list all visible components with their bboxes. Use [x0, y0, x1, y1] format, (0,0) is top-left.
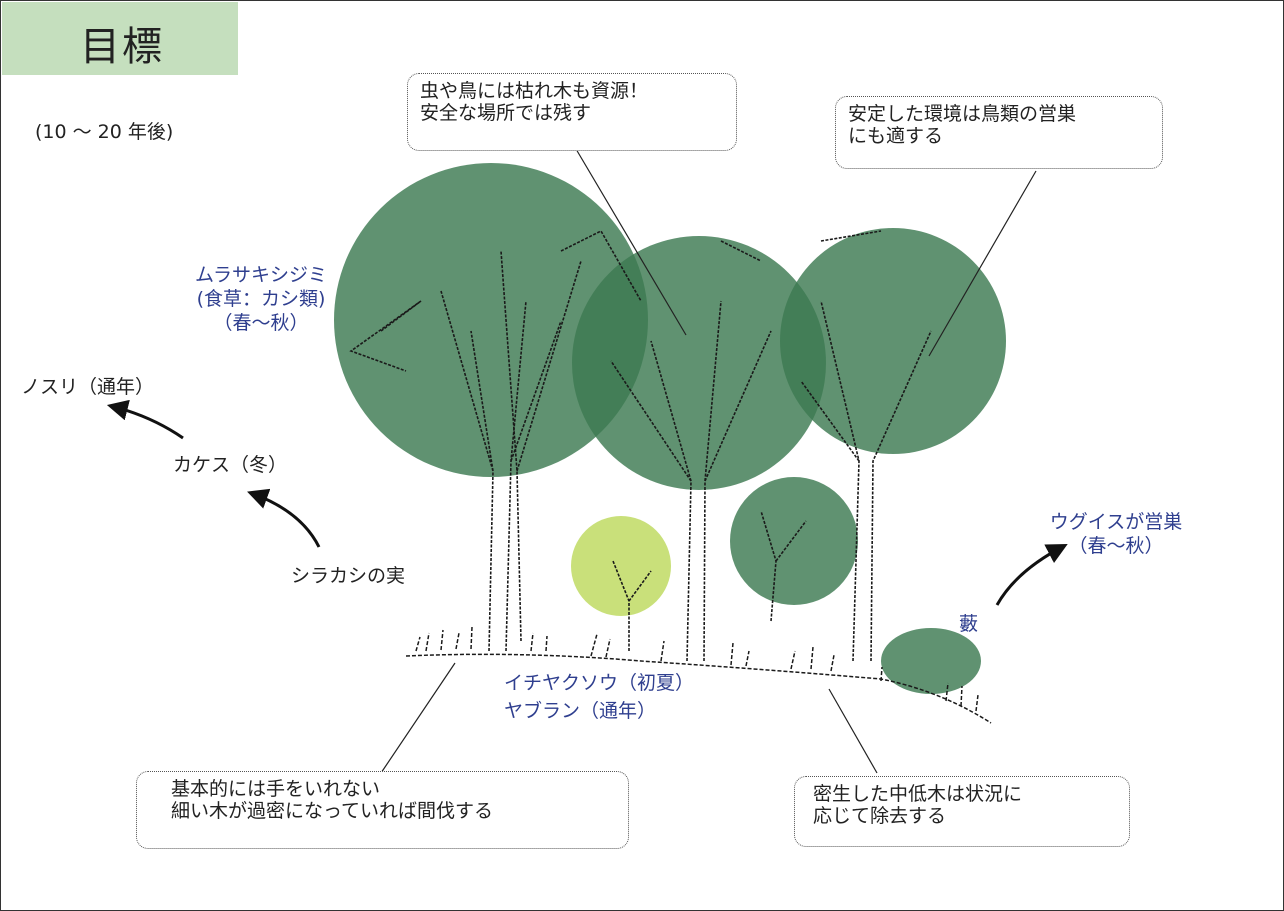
ground-line [405, 626, 992, 724]
species-yaburan: ヤブラン（通年） [504, 700, 657, 722]
page-title: 目標 [80, 24, 164, 70]
arrow-to-uguisu [995, 544, 1068, 606]
callout-dense-trees-line2: 応じて除去する [813, 805, 947, 827]
callout-basic-policy-line2: 細い木が過密になっていれば間伐する [171, 800, 494, 822]
callout-stable-env-line2: にも適する [848, 125, 944, 147]
callout-dense-trees: 密生した中低木は状況に 応じて除去する [794, 776, 1130, 847]
timeframe-label: (10 ～ 20 年後) [35, 121, 174, 143]
species-murasakishijimi: ムラサキシジミ (食草：カシ類) （春～秋） [161, 263, 361, 335]
canopy-middle [572, 236, 826, 490]
canopy-small-shrub [730, 477, 858, 605]
species-nosuri: ノスリ（通年） [21, 376, 155, 398]
callout-dead-wood-line2: 安全な場所では残す [420, 102, 592, 124]
canopy-young-tree [571, 516, 671, 616]
callout-dead-wood: 虫や鳥には枯れ木も資源！ 安全な場所では残す [407, 73, 737, 151]
callout-dead-wood-line1: 虫や鳥には枯れ木も資源！ [420, 80, 649, 102]
arrow-kakesu-to-nosuri [106, 399, 184, 440]
callout-dense-trees-line1: 密生した中低木は状況に [813, 783, 1023, 805]
murasaki-name: ムラサキシジミ [194, 264, 328, 286]
thicket-bush [881, 628, 981, 694]
species-shirakashi-acorn: シラカシの実 [291, 565, 406, 587]
murasaki-food: (食草：カシ類) [196, 288, 326, 310]
uguisu-season: （春～秋） [1068, 535, 1164, 557]
canopy-large-left [334, 163, 648, 477]
species-kakesu: カケス（冬） [173, 454, 288, 476]
callout-basic-policy: 基本的には手をいれない 細い木が過密になっていれば間伐する [136, 771, 629, 849]
tree-trunks [349, 229, 932, 662]
title-banner: 目標 [2, 2, 238, 75]
species-ichiyakuso: イチヤクソウ（初夏） [504, 672, 695, 694]
canopy-right [780, 228, 1006, 454]
callout-stable-env-line1: 安定した環境は鳥類の営巣 [848, 103, 1077, 125]
murasaki-season: （春～秋） [213, 312, 309, 334]
arrow-shirakashi-to-kakesu [247, 488, 321, 548]
thicket-label: 藪 [959, 613, 979, 635]
callout-basic-policy-line1: 基本的には手をいれない [171, 778, 381, 800]
callout-leaders [380, 148, 1037, 774]
uguisu-name: ウグイスが営巣 [1049, 511, 1183, 533]
callout-stable-environment: 安定した環境は鳥類の営巣 にも適する [835, 96, 1163, 169]
species-uguisu: ウグイスが営巣 （春～秋） [1021, 510, 1211, 558]
